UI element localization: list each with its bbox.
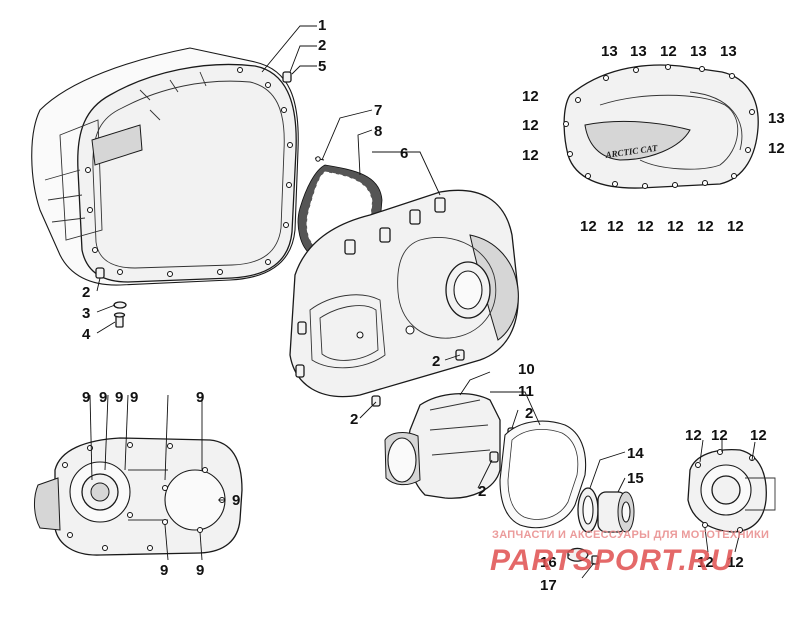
callout-3: 3 (82, 305, 90, 322)
inner-clutch-housing (31, 47, 299, 286)
callout-9-c: 9 (115, 389, 123, 406)
callout-9-f: 9 (232, 492, 240, 509)
callout-12-bottom-e: 12 (697, 218, 714, 235)
outer-clutch-cover (289, 189, 519, 407)
callout-12-bottom-d: 12 (667, 218, 684, 235)
bearing-15 (597, 491, 635, 533)
callout-labels: 1 2 5 7 8 6 2 3 4 2 2 13 13 12 13 13 12 … (82, 17, 785, 594)
bolt-4 (113, 312, 126, 328)
callout-12-right: 12 (768, 140, 785, 157)
callout-2-top: 2 (318, 37, 326, 54)
callout-13-d: 13 (720, 43, 737, 60)
callout-11: 11 (518, 383, 534, 400)
callout-16: 16 (540, 554, 557, 571)
callout-12-left-b: 12 (522, 117, 539, 134)
callout-12-left-a: 12 (522, 88, 539, 105)
callout-7: 7 (374, 102, 382, 119)
callout-13-b: 13 (630, 43, 647, 60)
callout-12-br-c: 12 (750, 427, 767, 444)
callout-9-a: 9 (82, 389, 90, 406)
callout-12-br-a: 12 (685, 427, 702, 444)
callout-4: 4 (82, 326, 91, 343)
dowel-pin-5 (282, 71, 292, 83)
callout-6: 6 (400, 145, 408, 162)
callout-12-bottom-a: 12 (580, 218, 597, 235)
callout-2-center-lower: 2 (350, 411, 358, 428)
seal-14 (577, 487, 599, 533)
callout-2-duct-lower: 2 (478, 483, 486, 500)
callout-12-top: 12 (660, 43, 677, 60)
inner-cover-bottom-left (34, 437, 243, 556)
washer-3 (113, 301, 127, 309)
watermark-logo: PARTSPORT.RU (490, 544, 733, 577)
callout-12-bottom-c: 12 (637, 218, 654, 235)
dowel-pin-2-left (95, 267, 105, 279)
callout-2-left: 2 (82, 284, 90, 301)
callout-13-a: 13 (601, 43, 618, 60)
callout-12-br-b: 12 (711, 427, 728, 444)
callout-17: 17 (540, 577, 557, 594)
watermark-tagline: ЗАПЧАСТИ И АКСЕССУАРЫ ДЛЯ МОТОТЕХНИКИ (492, 529, 769, 541)
callout-10: 10 (518, 361, 535, 378)
callout-9-b: 9 (99, 389, 107, 406)
callout-8: 8 (374, 123, 382, 140)
gasket-11 (499, 420, 587, 529)
outer-cover-bottom-right (687, 449, 776, 533)
outer-cover-top-right: ARCTIC CAT (563, 64, 759, 189)
watermark: ЗАПЧАСТИ И АКСЕССУАРЫ ДЛЯ МОТОТЕХНИКИ PA… (490, 529, 769, 577)
callout-12-br-e: 12 (727, 554, 744, 571)
clip-16 (567, 547, 589, 562)
callout-5: 5 (318, 58, 326, 75)
callout-1: 1 (318, 17, 326, 34)
callout-14: 14 (627, 445, 644, 462)
callout-9-h: 9 (196, 562, 204, 579)
callout-13-right: 13 (768, 110, 785, 127)
callout-12-bottom-f: 12 (727, 218, 744, 235)
air-duct-housing-10 (384, 393, 517, 499)
screw-17 (591, 555, 599, 565)
callout-9-d: 9 (130, 389, 138, 406)
callout-12-bottom-b: 12 (607, 218, 624, 235)
callout-12-left-c: 12 (522, 147, 539, 164)
callout-2-center-upper: 2 (432, 353, 440, 370)
callout-2-duct: 2 (525, 405, 533, 422)
callout-15: 15 (627, 470, 644, 487)
leader-lines (89, 25, 756, 579)
callout-12-br-d: 12 (697, 554, 714, 571)
callout-9-g: 9 (160, 562, 168, 579)
callout-13-c: 13 (690, 43, 707, 60)
callout-9-e: 9 (196, 389, 204, 406)
